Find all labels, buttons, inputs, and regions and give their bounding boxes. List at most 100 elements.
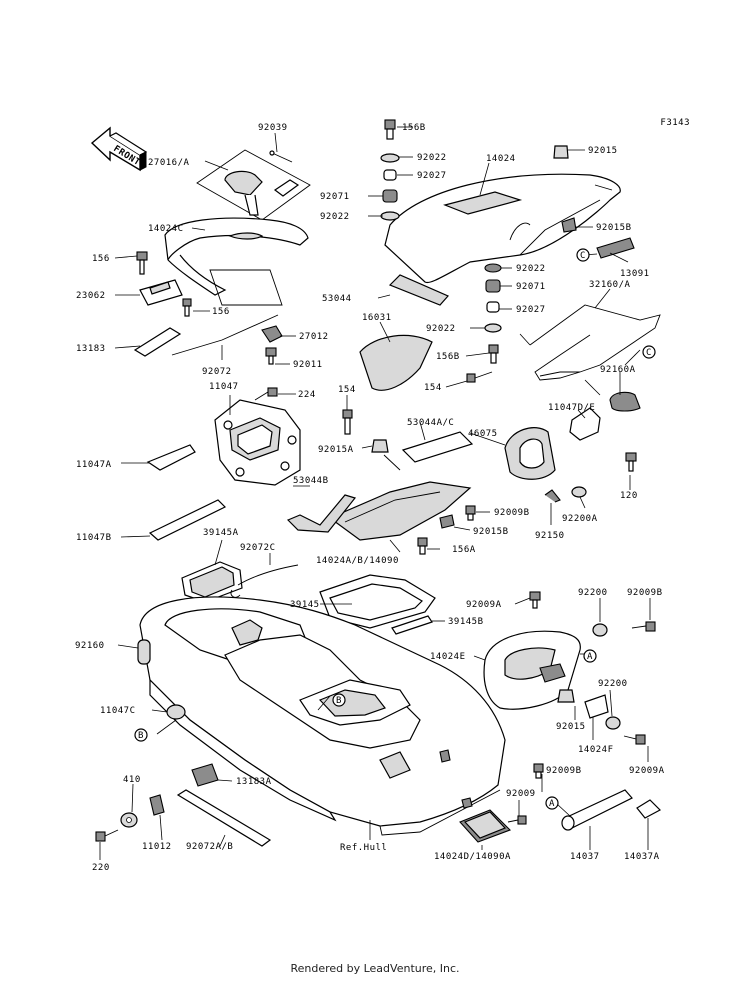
- part-label: 92160A: [600, 365, 636, 375]
- part-label: 92009A: [466, 600, 502, 610]
- part-label: 14037: [570, 852, 600, 862]
- part-label: 11047: [209, 382, 239, 392]
- bolt-icon: [625, 452, 637, 472]
- svg-text:C: C: [646, 348, 652, 358]
- lid-assembly: [133, 149, 311, 365]
- screw-icon: [507, 815, 527, 825]
- callout-c-circle: [642, 345, 656, 359]
- callout-c-circle: [576, 248, 590, 262]
- part-label: 27012: [299, 332, 329, 342]
- front-arrow-icon: FRONT: [90, 126, 148, 172]
- part-label: 410: [123, 775, 141, 785]
- part-label: 154: [338, 385, 356, 395]
- part-label: 92072: [202, 367, 232, 377]
- screw-icon: [265, 347, 277, 365]
- part-label: 92015B: [473, 527, 509, 537]
- part-label: 27016/A: [148, 158, 190, 168]
- bolt-icon: [465, 505, 476, 521]
- part-label: 92009A: [629, 766, 665, 776]
- part-label: 14037A: [624, 852, 660, 862]
- part-label: 14024C: [148, 224, 184, 234]
- part-label: 92015B: [596, 223, 632, 233]
- part-label: 14024F: [578, 745, 614, 755]
- part-label: 120: [620, 491, 638, 501]
- part-label: 92011: [293, 360, 323, 370]
- part-label: 92009: [506, 789, 536, 799]
- part-label: 92072A/B: [186, 842, 233, 852]
- part-label: 92200A: [562, 514, 598, 524]
- part-label: 92022: [516, 264, 546, 274]
- part-label: 39145: [290, 600, 320, 610]
- part-label: 92071: [516, 282, 546, 292]
- part-label: 156: [92, 254, 110, 264]
- part-label: 92200: [578, 588, 608, 598]
- part-label: 156A: [452, 545, 476, 555]
- part-label: 92150: [535, 531, 565, 541]
- screw-icon: [529, 591, 541, 609]
- part-label: 92027: [516, 305, 546, 315]
- part-label: 46075: [468, 429, 498, 439]
- part-label: 32160/A: [589, 280, 631, 290]
- part-labels: 92039 27016/A 14024C 156 23062 156 13183…: [75, 123, 665, 873]
- part-label: 11047C: [100, 706, 136, 716]
- part-label: 23062: [76, 291, 106, 301]
- part-label: 92072C: [240, 543, 276, 553]
- part-label: 92009B: [546, 766, 582, 776]
- part-label: 39145A: [203, 528, 239, 538]
- part-label: 53044A/C: [407, 418, 454, 428]
- part-label: 92022: [320, 212, 350, 222]
- part-label: 14024: [486, 154, 516, 164]
- hull: [137, 596, 506, 836]
- part-label: 156B: [402, 123, 426, 133]
- part-label: 13183A: [236, 777, 272, 787]
- bolt-icon: [417, 537, 428, 555]
- bolt-icon: [136, 251, 148, 275]
- part-label: 224: [298, 390, 316, 400]
- part-label: 16031: [362, 313, 392, 323]
- part-label: 53044B: [293, 476, 329, 486]
- lower-right-assembly: [459, 591, 661, 843]
- part-label: 220: [92, 863, 110, 873]
- diagram-code: F3143: [660, 118, 690, 128]
- part-label: 92009B: [494, 508, 530, 518]
- part-label: 92200: [598, 679, 628, 689]
- middle-assembly: [181, 407, 637, 635]
- callout-a-circle: [583, 649, 597, 663]
- part-label: Ref.Hull: [340, 843, 387, 853]
- part-label: 11047A: [76, 460, 112, 470]
- part-label: 53044: [322, 294, 352, 304]
- bolt-icon: [466, 371, 493, 383]
- bolt-icon: [631, 621, 656, 632]
- part-label: 13091: [620, 269, 650, 279]
- part-label: 156: [212, 307, 230, 317]
- svg-text:C: C: [580, 251, 586, 261]
- bolt-icon: [533, 763, 544, 779]
- part-label: 92015: [588, 146, 618, 156]
- part-label: 39145B: [448, 617, 484, 627]
- callout-b-circle: [134, 728, 148, 742]
- screw-icon: [95, 829, 119, 842]
- svg-text:A: A: [549, 799, 555, 809]
- svg-text:B: B: [336, 696, 342, 706]
- part-label: 154: [424, 383, 442, 393]
- svg-text:B: B: [138, 731, 144, 741]
- part-label: 92009B: [627, 588, 663, 598]
- bolt-icon: [182, 298, 192, 317]
- callout-markers: C C B B A A: [134, 248, 656, 810]
- callout-a-circle: [545, 796, 559, 810]
- part-label: 11047B: [76, 533, 112, 543]
- part-label: 14024E: [430, 652, 466, 662]
- holder-assembly: [146, 387, 401, 541]
- part-label: 92160: [75, 641, 105, 651]
- cover-assembly: [359, 119, 661, 412]
- part-label: 156B: [436, 352, 460, 362]
- part-label: 13183: [76, 344, 106, 354]
- part-label: 92071: [320, 192, 350, 202]
- part-label: 14024D/14090A: [434, 852, 511, 862]
- part-label: 92039: [258, 123, 288, 133]
- svg-text:A: A: [587, 652, 593, 662]
- part-label: 14024A/B/14090: [316, 556, 399, 566]
- part-label: 11047D/E: [548, 403, 595, 413]
- leader-lines: [99, 126, 651, 860]
